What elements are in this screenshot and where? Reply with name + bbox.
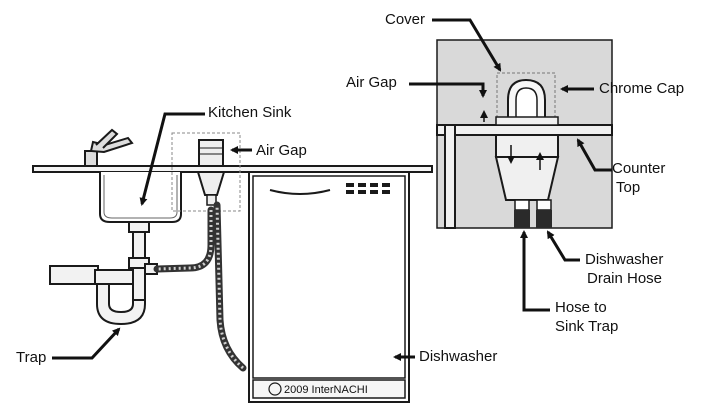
label-counter-top-line1: Counter (612, 160, 666, 177)
pointer-arrows (52, 18, 612, 361)
label-cover: Cover (385, 11, 426, 28)
label-dishwasher: Dishwasher (419, 348, 498, 365)
sink-drain-pipes (49, 221, 158, 326)
label-air-gap-detail: Air Gap (346, 74, 397, 91)
dishwasher-drain-hose (213, 201, 247, 372)
air-gap-detail-panel (436, 39, 613, 229)
air-gap-fitting (196, 139, 226, 206)
label-kitchen-sink: Kitchen Sink (208, 104, 292, 121)
countertop (32, 165, 433, 173)
label-chrome-cap: Chrome Cap (599, 80, 685, 97)
air-gap-highlight-box (171, 132, 241, 212)
dishwasher-unit (248, 171, 410, 403)
label-drain-hose-line2: Drain Hose (587, 270, 663, 287)
copyright-symbol (268, 382, 282, 396)
label-sink-trap-line2: Sink Trap (555, 318, 619, 335)
label-counter-top-line2: Top (616, 179, 641, 196)
label-trap: Trap (16, 349, 47, 366)
faucet (84, 128, 134, 167)
copyright-text: 2009 InterNACHI (284, 384, 368, 396)
label-drain-hose-line1: Dishwasher (585, 251, 664, 268)
label-sink-trap-line1: Hose to (555, 299, 607, 316)
kitchen-sink-basin (99, 172, 182, 223)
label-air-gap-main: Air Gap (256, 142, 307, 159)
